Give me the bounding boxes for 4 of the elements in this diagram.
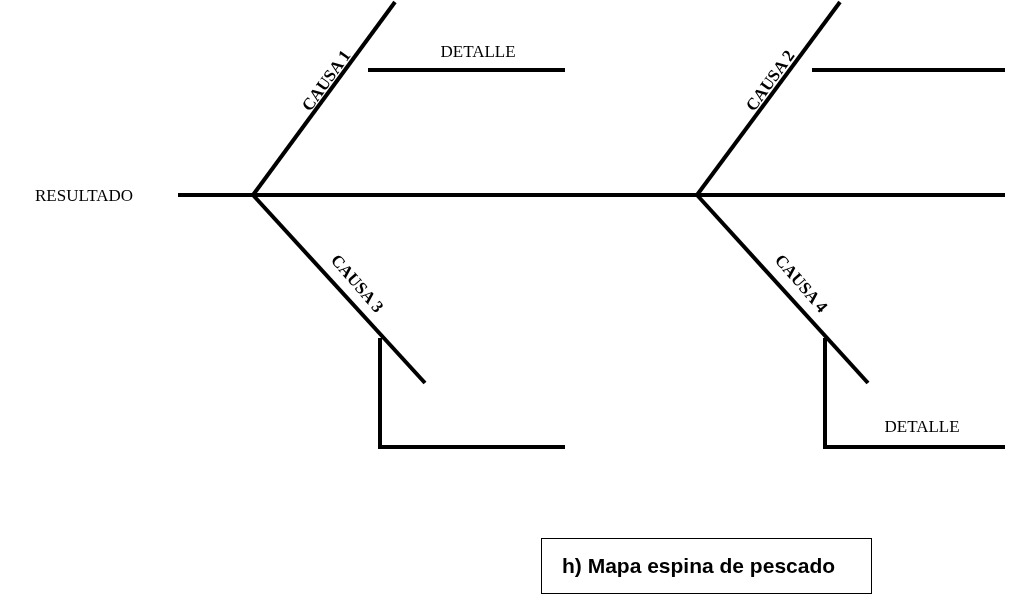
result-label: RESULTADO (35, 186, 134, 204)
detail-label: DETALLE (440, 42, 516, 60)
detail-label: DETALLE (884, 417, 960, 435)
caption-box: h) Mapa espina de pescado (541, 538, 873, 594)
